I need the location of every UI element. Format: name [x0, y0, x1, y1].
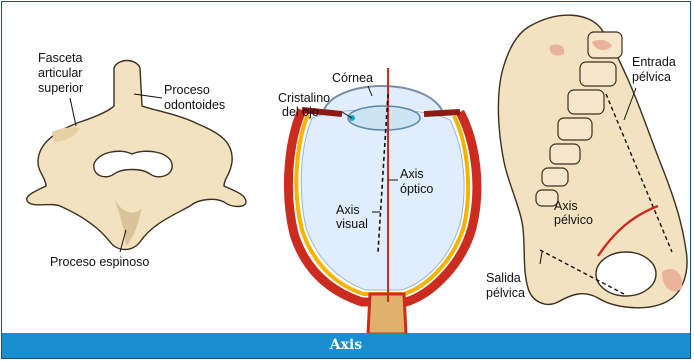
label-odontoides-2: odontoides: [164, 98, 225, 112]
sacrum-3: [550, 144, 580, 164]
vertebra-l5: [580, 62, 616, 86]
lens: [348, 106, 420, 130]
label-entrada-1: Entrada: [632, 55, 676, 69]
sacrum-2: [558, 118, 592, 140]
label-axis-pelvico-1: Axis: [554, 199, 578, 213]
leader-fasceta: [70, 98, 76, 126]
label-fasceta-2: articular: [38, 66, 82, 80]
label-cristalino-2: del ojo: [282, 105, 319, 119]
label-odontoides-1: Proceso: [164, 83, 210, 97]
vitreous-body: [301, 109, 464, 290]
sacrum-4: [542, 168, 568, 186]
label-axis-visual-2: visual: [336, 217, 368, 231]
label-entrada-2: pélvica: [632, 70, 671, 84]
label-fasceta-3: superior: [38, 81, 83, 95]
label-axis-optico-2: óptico: [400, 182, 433, 196]
axis-vertebra: Fasceta articular superior Proceso odont…: [27, 51, 246, 269]
ciliary-right: [424, 112, 460, 114]
eye-diagram: Córnea Cristalino del ojo Axis óptico Ax…: [278, 68, 477, 334]
figure-caption: Axis: [2, 333, 690, 358]
label-salida-2: pélvica: [486, 286, 525, 300]
obturator-foramen: [596, 252, 656, 296]
pelvis-diagram: Entrada pélvica Axis pélvico Salida pélv…: [486, 15, 687, 308]
label-axis-pelvico-2: pélvico: [554, 213, 593, 227]
label-espinoso: Proceso espinoso: [50, 255, 149, 269]
label-axis-visual-1: Axis: [336, 203, 360, 217]
sacrum-1: [568, 90, 604, 114]
label-fasceta-1: Fasceta: [38, 51, 83, 65]
label-cornea: Córnea: [332, 71, 373, 85]
illustration: Fasceta articular superior Proceso odont…: [2, 2, 690, 334]
label-axis-optico-1: Axis: [400, 167, 424, 181]
label-salida-1: Salida: [486, 271, 521, 285]
label-cristalino-1: Cristalino: [278, 91, 330, 105]
